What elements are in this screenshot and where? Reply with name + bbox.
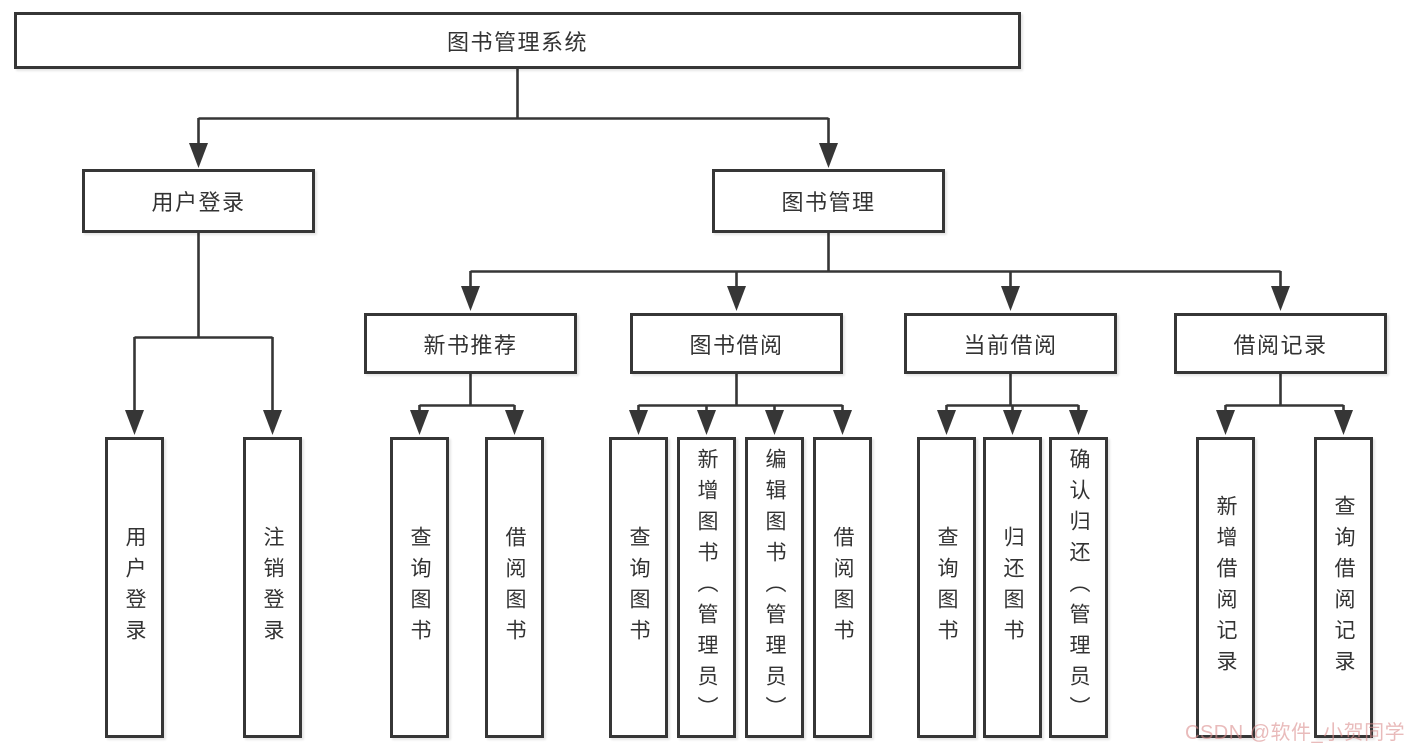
leaf-confirm-return-admin-label: 确认归还（管理员）	[1067, 448, 1090, 727]
arrowhead	[125, 410, 144, 435]
leaf-query-borrow-record-label: 查询借阅记录	[1332, 494, 1355, 681]
leaf-query-books-2: 查询图书	[609, 437, 668, 738]
leaf-return-book: 归还图书	[983, 437, 1042, 738]
node-book-management: 图书管理	[712, 169, 945, 233]
node-new-book-recommend-label: 新书推荐	[423, 332, 518, 358]
arrowhead	[1001, 286, 1020, 311]
leaf-query-books-1-label: 查询图书	[408, 525, 431, 650]
leaf-add-book-admin: 新增图书（管理员）	[677, 437, 736, 738]
leaf-query-books-3-label: 查询图书	[935, 525, 958, 650]
leaf-return-book-label: 归还图书	[1001, 525, 1024, 650]
node-current-borrowing-label: 当前借阅	[963, 332, 1058, 358]
arrowhead	[461, 286, 480, 311]
arrowhead	[765, 410, 784, 435]
node-book-management-label: 图书管理	[781, 190, 876, 215]
arrowhead	[833, 410, 852, 435]
leaf-add-borrow-record: 新增借阅记录	[1196, 437, 1255, 738]
arrowhead	[937, 410, 956, 435]
leaf-edit-book-admin: 编辑图书（管理员）	[745, 437, 804, 738]
node-user-login: 用户登录	[82, 169, 315, 233]
leaf-query-books-1: 查询图书	[390, 437, 449, 738]
csdn-watermark: CSDN @软件_小贺同学	[1185, 722, 1405, 744]
leaf-borrow-books-2: 借阅图书	[813, 437, 872, 738]
leaf-logout: 注销登录	[243, 437, 302, 738]
arrowhead	[727, 286, 746, 311]
node-library-system-label: 图书管理系统	[446, 29, 588, 55]
node-book-borrowing: 图书借阅	[630, 313, 843, 374]
arrowhead	[410, 410, 429, 435]
leaf-user-login-label: 用户登录	[123, 525, 146, 650]
node-library-system: 图书管理系统	[14, 12, 1021, 69]
leaf-query-borrow-record: 查询借阅记录	[1314, 437, 1373, 738]
leaf-query-books-3: 查询图书	[917, 437, 976, 738]
arrowhead	[1003, 410, 1022, 435]
node-borrowing-records: 借阅记录	[1174, 313, 1387, 374]
leaf-borrow-books-1: 借阅图书	[485, 437, 544, 738]
arrowhead	[189, 143, 208, 168]
arrowhead	[697, 410, 716, 435]
leaf-add-book-admin-label: 新增图书（管理员）	[695, 448, 718, 727]
node-user-login-label: 用户登录	[151, 190, 246, 215]
node-new-book-recommend: 新书推荐	[364, 313, 577, 374]
leaf-query-books-2-label: 查询图书	[627, 525, 650, 650]
arrowhead	[1271, 286, 1290, 311]
arrowhead	[1334, 410, 1353, 435]
arrowhead	[263, 410, 282, 435]
leaf-confirm-return-admin: 确认归还（管理员）	[1049, 437, 1108, 738]
arrowhead	[819, 143, 838, 168]
leaf-add-borrow-record-label: 新增借阅记录	[1214, 494, 1237, 681]
leaf-logout-label: 注销登录	[261, 525, 284, 650]
arrowhead	[629, 410, 648, 435]
leaf-edit-book-admin-label: 编辑图书（管理员）	[763, 448, 786, 727]
arrowhead	[505, 410, 524, 435]
node-borrowing-records-label: 借阅记录	[1233, 332, 1328, 358]
node-book-borrowing-label: 图书借阅	[689, 332, 784, 358]
arrowhead	[1069, 410, 1088, 435]
arrowhead	[1216, 410, 1235, 435]
arrowheads	[125, 143, 1353, 435]
leaf-borrow-books-1-label: 借阅图书	[503, 525, 526, 650]
leaf-borrow-books-2-label: 借阅图书	[831, 525, 854, 650]
leaf-user-login: 用户登录	[105, 437, 164, 738]
node-current-borrowing: 当前借阅	[904, 313, 1117, 374]
